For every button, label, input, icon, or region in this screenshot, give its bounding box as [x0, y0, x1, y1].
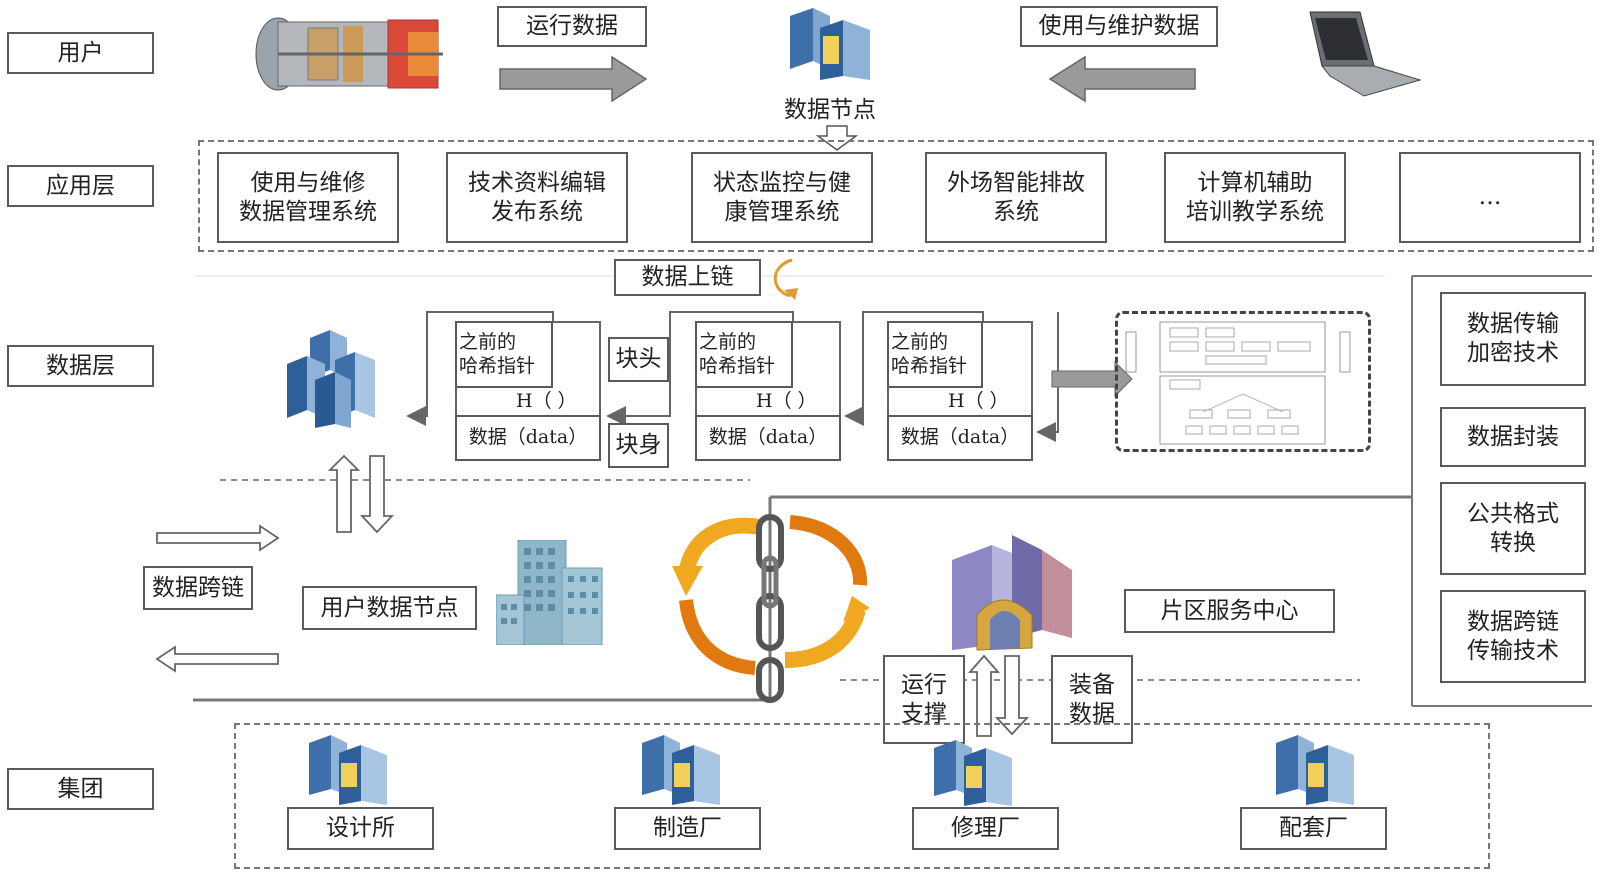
regional-center-building-icon	[942, 530, 1082, 655]
app-more[interactable]: …	[1399, 152, 1581, 243]
block-3-data: 数据（data）	[887, 415, 1033, 461]
group-manufacturer: 制造厂	[614, 807, 761, 850]
block-structure-thumbnail-icon	[1125, 321, 1351, 445]
block-3-hash-fn: H（ ）	[948, 390, 1009, 412]
block-body-label: 块身	[608, 423, 669, 468]
app-field-troubleshoot-system[interactable]: 外场智能排故 系统	[925, 152, 1107, 243]
block-1-data: 数据（data）	[455, 415, 601, 461]
layer-label-group: 集团	[7, 768, 154, 810]
cross-chain-label: 数据跨链	[143, 566, 253, 610]
group-layer-frame	[234, 723, 1490, 869]
server-cluster-icon	[305, 735, 390, 805]
server-cluster-icon	[285, 330, 377, 428]
use-maint-data-label: 使用与维护数据	[1020, 6, 1218, 47]
equip-data-label: 装备 数据	[1051, 655, 1133, 744]
server-cluster-icon	[1272, 735, 1357, 805]
server-cluster-icon	[638, 735, 723, 805]
app-condition-health-system[interactable]: 状态监控与健 康管理系统	[691, 152, 873, 243]
block-3-prev-hash: 之前的 哈希指针	[887, 321, 983, 388]
office-building-icon	[495, 539, 606, 646]
application-layer-frame	[198, 140, 1594, 252]
group-repair-factory: 修理厂	[912, 807, 1059, 850]
laptop-icon	[1302, 10, 1422, 98]
run-data-label: 运行数据	[497, 6, 647, 47]
tech-format-conversion: 公共格式 转换	[1440, 482, 1586, 575]
server-cluster-icon	[785, 6, 875, 80]
group-design-institute: 设计所	[287, 807, 434, 850]
app-training-system[interactable]: 计算机辅助 培训教学系统	[1164, 152, 1346, 243]
regional-center-label: 片区服务中心	[1124, 589, 1335, 633]
data-node-label: 数据节点	[784, 97, 876, 123]
user-data-node-label: 用户数据节点	[302, 586, 477, 630]
jet-engine-icon	[248, 12, 453, 96]
app-maintenance-data-system[interactable]: 使用与维修 数据管理系统	[217, 152, 399, 243]
app-tech-doc-publish-system[interactable]: 技术资料编辑 发布系统	[446, 152, 628, 243]
block-1-hash-fn: H（ ）	[516, 390, 577, 412]
group-supplier: 配套厂	[1240, 807, 1387, 850]
tech-transmission-encryption: 数据传输 加密技术	[1440, 292, 1586, 386]
block-structure-diagram	[1115, 311, 1371, 452]
server-cluster-icon	[930, 740, 1015, 806]
block-2-prev-hash: 之前的 哈希指针	[695, 321, 793, 388]
block-1-prev-hash: 之前的 哈希指针	[455, 321, 553, 388]
layer-label-data: 数据层	[7, 345, 154, 387]
tech-data-encapsulation: 数据封装	[1440, 407, 1586, 467]
layer-label-application: 应用层	[7, 165, 154, 207]
tech-cross-chain-transmission: 数据跨链 传输技术	[1440, 590, 1586, 683]
run-support-label: 运行 支撑	[883, 655, 965, 744]
data-upchain-label: 数据上链	[614, 259, 761, 296]
block-2-hash-fn: H（ ）	[756, 390, 817, 412]
block-2-data: 数据（data）	[695, 415, 841, 461]
layer-label-user: 用户	[7, 32, 154, 74]
block-head-label: 块头	[608, 337, 669, 382]
